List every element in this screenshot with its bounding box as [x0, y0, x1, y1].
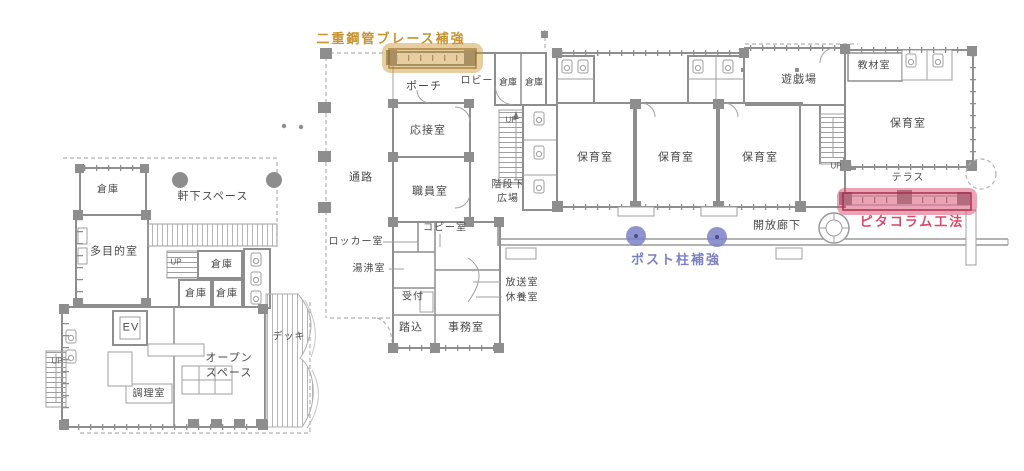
room-label-open-space: オープン スペース — [205, 352, 253, 379]
room-label-kitchenette: 湯沸室 — [352, 263, 386, 275]
corridor — [497, 224, 1009, 260]
post-column-markers — [626, 226, 727, 247]
room-label-storage: 倉庫 — [185, 288, 207, 300]
left-wing — [45, 164, 319, 434]
deck-area — [265, 293, 314, 428]
room-label-broadcast-room: 放送室 — [505, 277, 539, 289]
up-label: UP — [505, 115, 517, 125]
room-label-playroom: 遊戯場 — [781, 73, 817, 86]
room-label-storage: 倉庫 — [97, 184, 119, 196]
room-label-nursery: 保育室 — [658, 151, 694, 164]
right-wing — [541, 30, 997, 266]
center-block — [383, 50, 561, 353]
brace-highlight — [382, 43, 483, 73]
room-label-nursery: 保育室 — [577, 151, 613, 164]
room-label-storage: 倉庫 — [524, 76, 544, 87]
room-label-reception-room: 応接室 — [410, 124, 446, 137]
room-label-open-corridor: 開放廊下 — [753, 219, 801, 232]
room-label-passage: 通路 — [349, 171, 373, 184]
brace-reinforcement-label: 二重鋼管ブレース補強 — [316, 31, 466, 47]
room-label-under-stairs-plaza: 階段下 広場 — [491, 179, 525, 205]
room-label-storage: 倉庫 — [216, 288, 238, 300]
room-label-multipurpose: 多目的室 — [90, 245, 138, 258]
room-label-rest-room: 休養室 — [505, 292, 539, 304]
up-label: UP — [170, 257, 182, 267]
room-label-entry-step: 踏込 — [399, 321, 423, 334]
room-label-kitchen: 調理室 — [132, 388, 166, 400]
room-label-nursery: 保育室 — [890, 117, 926, 130]
tree-outline — [965, 158, 997, 190]
room-label-porch: ポーチ — [406, 80, 442, 93]
up-label: UP — [830, 161, 842, 171]
room-label-storage: 倉庫 — [498, 76, 518, 87]
room-label-eaves-space: 軒下スペース — [177, 190, 249, 203]
pita-highlight — [837, 188, 977, 215]
room-label-lobby: ロビー — [460, 75, 494, 87]
post-column-reinforcement-label: ポスト柱補強 — [630, 252, 722, 268]
up-label: UP — [51, 356, 63, 366]
pita-column-method-label: ピタコラム工法 — [859, 214, 965, 230]
room-label-staff-room: 職員室 — [412, 185, 448, 198]
room-label-deck: デッキ — [272, 331, 306, 343]
room-label-elevator: EV — [122, 321, 140, 334]
walkway-column — [172, 172, 188, 188]
room-label-office: 事務室 — [448, 321, 484, 334]
room-label-locker-room: ロッカー室 — [328, 236, 384, 248]
reinforcement-highlights — [382, 43, 977, 247]
room-label-materials-room: 教材室 — [857, 60, 891, 72]
room-label-copy-room: コピー室 — [423, 222, 467, 234]
room-label-terrace: テラス — [891, 172, 925, 184]
room-label-front-desk: 受付 — [402, 291, 424, 303]
room-label-storage: 倉庫 — [211, 259, 233, 271]
room-label-nursery: 保育室 — [742, 151, 778, 164]
walkway-column — [266, 172, 282, 188]
